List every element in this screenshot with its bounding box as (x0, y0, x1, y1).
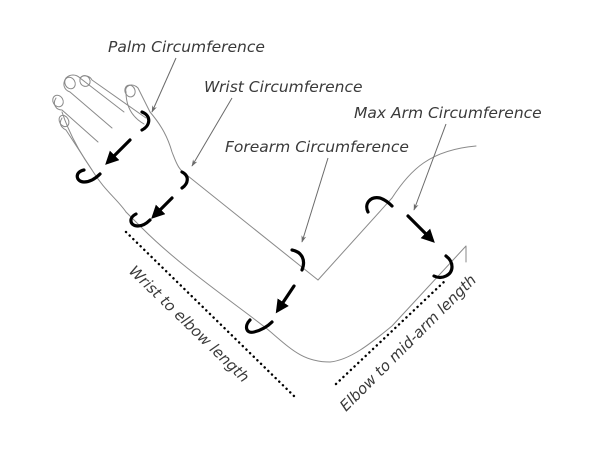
thumb-outline (125, 84, 151, 113)
upper-arm-top-edge (317, 145, 477, 281)
upper-arm-bottom-edge (329, 245, 467, 363)
forearm-top-edge (187, 175, 319, 281)
leader-line-palm (151, 57, 177, 113)
curl-arrow-icon (75, 168, 102, 184)
max-arm-measure (365, 196, 454, 280)
wrist-top-edge (149, 111, 189, 177)
elbow-to-mid-arm-length-label: Elbow to mid-arm length (336, 271, 480, 415)
curl-arrow-icon (290, 248, 306, 272)
curl-arrow-icon (140, 110, 151, 132)
max-arm-circumference-label: Max Arm Circumference (354, 104, 542, 122)
fingernail (79, 75, 91, 87)
leader-line-wrist (191, 97, 233, 167)
leader-line-max-arm (413, 123, 447, 211)
forearm-measure (244, 248, 306, 334)
fingernail (64, 76, 76, 90)
palm-measure (75, 110, 151, 184)
forearm-circumference-label: Forearm Circumference (225, 138, 409, 156)
curl-arrow-icon (432, 254, 454, 280)
wrist-to-elbow-dotted-line (124, 230, 298, 400)
palm-circumference-label: Palm Circumference (108, 38, 265, 56)
thumb-outline (125, 91, 145, 125)
curl-arrow-icon (365, 196, 394, 214)
arrow-icon (406, 214, 435, 243)
arrow-icon (151, 196, 174, 219)
finger-outline (59, 117, 93, 171)
hand-edge (61, 111, 127, 213)
wrist-measure (129, 170, 189, 228)
finger-outline (53, 97, 99, 143)
arrow-icon (275, 284, 296, 314)
curl-arrow-icon (180, 170, 189, 190)
curl-arrow-icon (129, 212, 152, 228)
curl-arrow-icon (244, 318, 274, 334)
fingernail (52, 94, 64, 108)
arm-outline (52, 74, 477, 363)
leader-line-forearm (301, 157, 329, 243)
wrist-to-elbow-length-label: Wrist to elbow length (125, 262, 253, 386)
thumbnail (124, 84, 136, 98)
arrow-icon (105, 138, 132, 165)
wrist-circumference-label: Wrist Circumference (204, 78, 363, 96)
forearm-bottom-edge (125, 211, 331, 363)
elbow-to-mid-arm-dotted-line (334, 278, 448, 386)
